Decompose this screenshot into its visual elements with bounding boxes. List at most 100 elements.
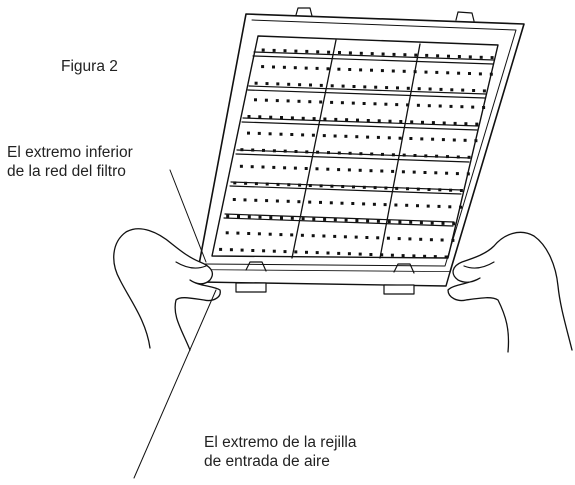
- mesh-dot: [327, 151, 330, 155]
- mesh-dot: [290, 216, 294, 220]
- mesh-dot: [305, 150, 309, 154]
- mesh-dot: [287, 183, 291, 187]
- mesh-dot: [406, 103, 410, 107]
- mesh-dot: [402, 153, 406, 157]
- mesh-dot: [427, 104, 431, 108]
- mesh-dot: [370, 152, 374, 156]
- mesh-dot: [298, 83, 302, 87]
- mesh-dot: [351, 202, 355, 205]
- mesh-dot: [290, 233, 294, 237]
- mesh-dot: [459, 205, 463, 209]
- mesh-dot: [334, 117, 338, 121]
- mesh-dot: [420, 137, 424, 141]
- mesh-dot: [251, 249, 255, 252]
- mesh-dot: [319, 100, 323, 104]
- mesh-dot: [304, 167, 308, 170]
- mesh-dot: [369, 253, 373, 256]
- mesh-dot: [421, 120, 424, 124]
- mesh-dot: [362, 185, 366, 189]
- mesh-dot: [395, 186, 399, 190]
- mesh-dot: [398, 220, 402, 224]
- mesh-dot: [243, 198, 247, 202]
- mesh-dot: [319, 200, 322, 204]
- mesh-dot: [387, 220, 391, 224]
- mesh-dot: [423, 171, 427, 174]
- mesh-dot: [435, 70, 439, 74]
- mesh-dot: [237, 215, 240, 218]
- mesh-dot: [337, 168, 341, 172]
- mesh-dot: [446, 155, 449, 159]
- mesh-dot: [309, 83, 312, 87]
- mesh-dot: [391, 153, 395, 157]
- mesh-dot: [262, 148, 265, 152]
- mesh-dot: [297, 200, 301, 204]
- mesh-dot: [286, 199, 290, 203]
- mesh-dot: [430, 221, 434, 225]
- mesh-dot: [366, 135, 370, 139]
- filter-net: [211, 35, 499, 259]
- mesh-dot: [258, 115, 262, 119]
- mesh-dot: [441, 221, 445, 225]
- mesh-dot: [410, 120, 414, 124]
- mesh-dot: [294, 250, 298, 254]
- mesh-dot: [287, 82, 291, 86]
- mesh-dot: [362, 202, 366, 206]
- mesh-dot: [447, 54, 450, 58]
- mesh-dot: [265, 199, 269, 203]
- mesh-dot: [457, 55, 461, 58]
- mesh-dot: [464, 122, 468, 126]
- mesh-dot: [290, 116, 294, 120]
- mesh-dot: [386, 236, 390, 240]
- mesh-dot: [254, 98, 257, 102]
- mesh-dot: [264, 98, 268, 102]
- mesh-dot: [338, 51, 341, 54]
- mesh-dot: [280, 216, 283, 220]
- mesh-dot: [449, 104, 453, 108]
- mesh-dot: [283, 166, 287, 170]
- mesh-dot: [370, 68, 373, 72]
- mesh-dot: [374, 85, 378, 89]
- mesh-dot: [337, 67, 341, 71]
- mesh-dot: [401, 170, 405, 174]
- bottom-tab-left: [245, 261, 267, 272]
- mesh-dot: [428, 87, 432, 91]
- mesh-dot: [319, 83, 323, 87]
- mesh-dot: [239, 164, 243, 168]
- mesh-dot: [467, 155, 471, 159]
- bottom-clip-right: [383, 284, 415, 295]
- mesh-dot: [225, 231, 229, 235]
- mesh-dot: [463, 138, 467, 142]
- mesh-dot: [412, 254, 416, 258]
- mesh-dot: [438, 104, 442, 108]
- mesh-dot: [305, 49, 309, 53]
- mesh-dot: [433, 255, 437, 259]
- mesh-dot: [355, 219, 359, 222]
- mesh-dot: [247, 115, 251, 118]
- mesh-dot: [366, 119, 370, 122]
- mesh-dot: [358, 252, 362, 256]
- mesh-dot: [269, 216, 273, 220]
- mesh-dot: [261, 165, 265, 169]
- mesh-dot: [348, 68, 352, 71]
- mesh-dot: [240, 248, 244, 252]
- mesh-dot: [402, 69, 406, 73]
- mesh-dot: [347, 168, 351, 172]
- mesh-dot: [261, 65, 265, 69]
- mesh-dot: [268, 132, 272, 136]
- mesh-dot: [293, 66, 297, 70]
- mesh-dot: [441, 138, 445, 142]
- mesh-dot: [319, 184, 323, 188]
- mesh-dot: [372, 202, 376, 206]
- mesh-dot: [403, 53, 407, 57]
- mesh-dot: [355, 135, 359, 139]
- mesh-dot: [343, 235, 347, 239]
- mesh-dot: [348, 151, 352, 155]
- mesh-dot: [316, 150, 320, 154]
- mesh-dot: [373, 186, 377, 190]
- mesh-dot: [427, 188, 431, 191]
- mesh-dot: [416, 187, 420, 191]
- mesh-dot: [376, 135, 380, 139]
- mesh-dot: [333, 234, 337, 238]
- mesh-dot: [394, 203, 398, 207]
- mesh-dot: [390, 253, 394, 257]
